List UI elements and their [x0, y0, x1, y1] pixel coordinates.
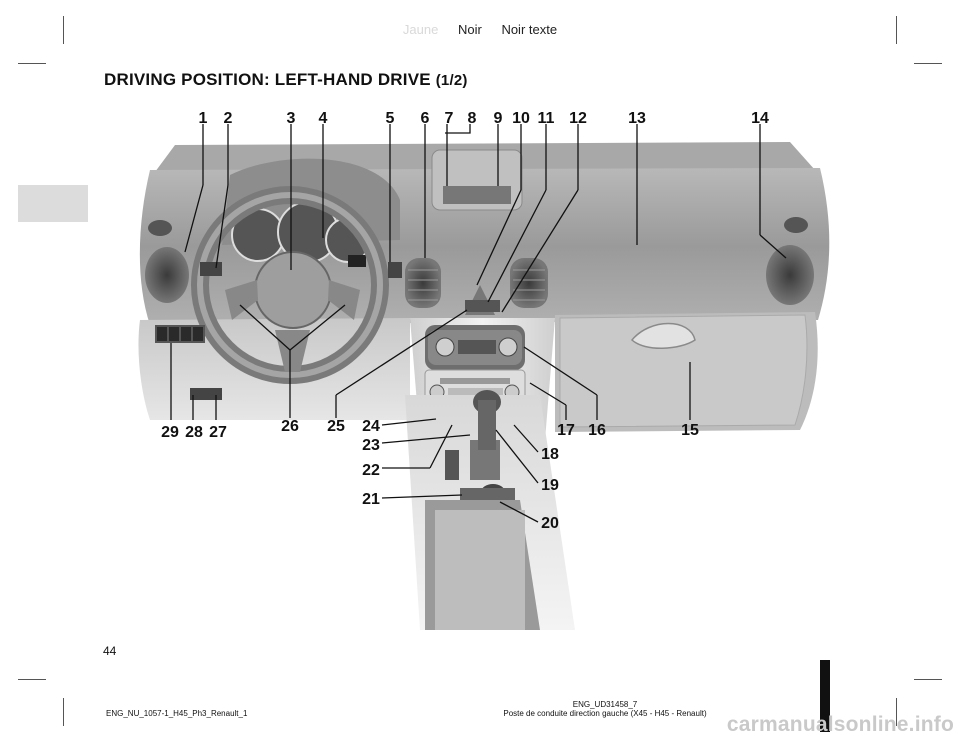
callout-19: 19 [541, 477, 559, 494]
callout-17: 17 [557, 422, 575, 439]
callout-29: 29 [161, 424, 179, 441]
callout-13: 13 [628, 110, 646, 127]
watermark-logo: carmanualsonline.info [726, 713, 954, 736]
callout-23: 23 [362, 437, 380, 454]
section-marker-bar [820, 660, 830, 732]
page-title-sub: (1/2) [435, 72, 468, 89]
print-color-tags: Jaune Noir Noir texte [0, 22, 960, 37]
chapter-tab [18, 185, 88, 222]
callout-18: 18 [541, 446, 559, 463]
callout-28: 28 [185, 424, 203, 441]
footer-reference: ENG_UD31458_7 Poste de conduite directio… [470, 700, 740, 718]
callout-25: 25 [327, 418, 345, 435]
color-tag-jaune: Jaune [402, 22, 439, 37]
callout-24: 24 [362, 418, 380, 435]
color-tag-noir: Noir [457, 22, 482, 37]
callout-21: 21 [362, 491, 380, 508]
callout-10: 10 [512, 110, 530, 127]
callout-15: 15 [681, 422, 699, 439]
callout-16: 16 [588, 422, 606, 439]
footer-reference-title: Poste de conduite direction gauche (X45 … [503, 709, 707, 718]
page-number: 44 [103, 644, 117, 658]
page-title: DRIVING POSITION: LEFT-HAND DRIVE (1/2) [104, 70, 468, 90]
callout-27: 27 [209, 424, 227, 441]
callout-8: 8 [468, 110, 477, 127]
color-tag-noir-texte: Noir texte [501, 22, 558, 37]
footer-reference-code: ENG_UD31458_7 [572, 700, 638, 709]
callout-11: 11 [538, 110, 555, 127]
callout-14: 14 [751, 110, 769, 127]
callout-6: 6 [421, 110, 430, 127]
page-title-main: DRIVING POSITION: LEFT-HAND DRIVE [104, 70, 431, 89]
callout-2: 2 [224, 110, 233, 127]
callout-26: 26 [281, 418, 299, 435]
callout-4: 4 [319, 110, 328, 127]
callout-1: 1 [199, 110, 208, 127]
callout-12: 12 [569, 110, 587, 127]
callout-9: 9 [494, 110, 503, 127]
footer-doc-code: ENG_NU_1057-1_H45_Ph3_Renault_1 [106, 709, 248, 718]
callout-3: 3 [287, 110, 296, 127]
callout-22: 22 [362, 462, 380, 479]
callout-5: 5 [386, 110, 395, 127]
callout-7: 7 [445, 110, 454, 127]
callout-20: 20 [541, 515, 559, 532]
